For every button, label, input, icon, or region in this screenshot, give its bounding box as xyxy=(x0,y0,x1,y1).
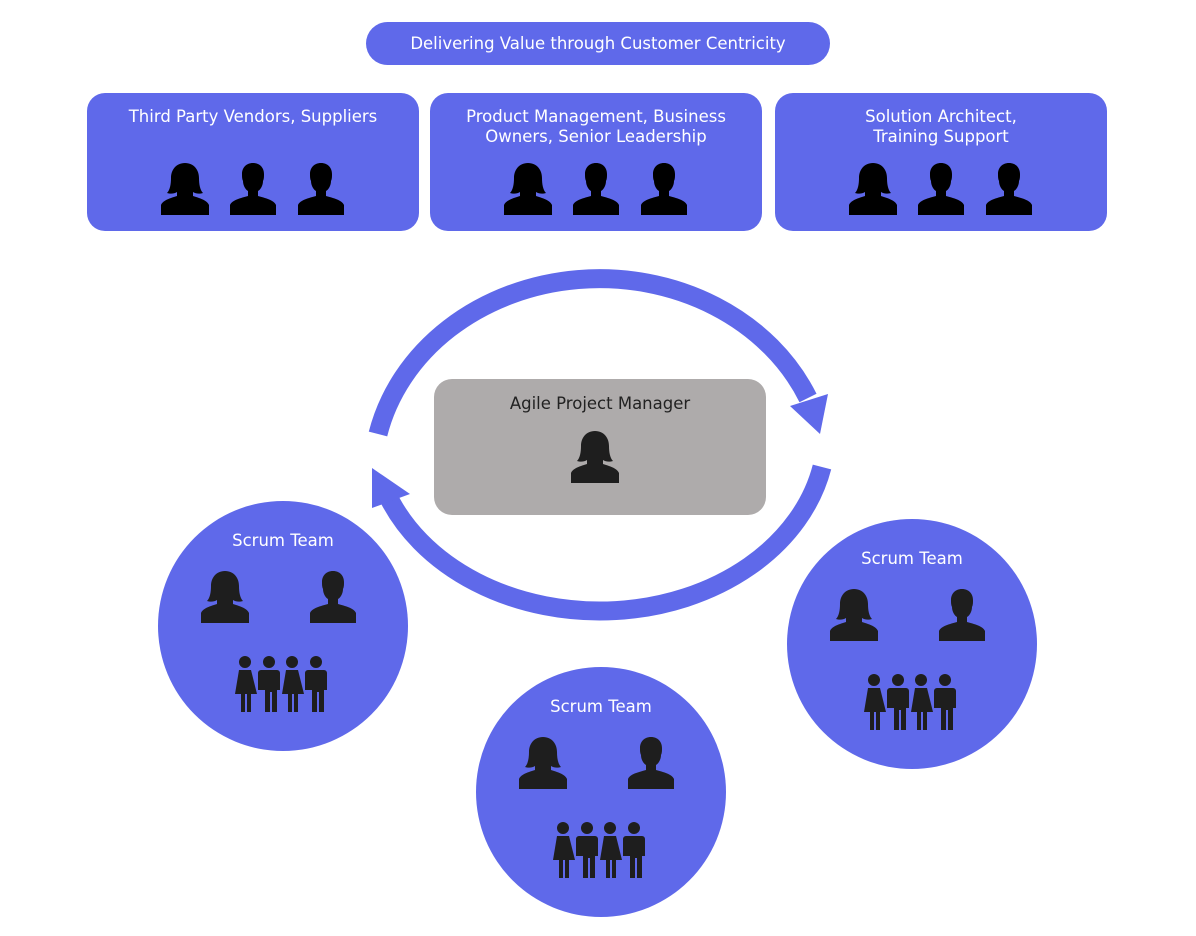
scrum-team-right: Scrum Team xyxy=(787,519,1037,769)
female-person-icon xyxy=(570,429,620,483)
group-label: Third Party Vendors, Suppliers xyxy=(128,107,378,126)
team-group-icon xyxy=(234,655,334,713)
male-person-icon xyxy=(916,161,966,215)
female-person-icon xyxy=(160,161,210,215)
female-person-icon xyxy=(518,735,568,789)
team-group-icon xyxy=(863,673,963,731)
scrum-team-bottom: Scrum Team xyxy=(476,667,726,917)
stakeholder-group-architect: Solution Architect, Training Support xyxy=(775,93,1107,231)
team-label: Scrum Team xyxy=(232,531,334,550)
male-person-icon xyxy=(984,161,1034,215)
female-person-icon xyxy=(503,161,553,215)
male-person-icon xyxy=(639,161,689,215)
group-people xyxy=(87,161,419,215)
arrowhead-left xyxy=(372,468,410,508)
team-label: Scrum Team xyxy=(550,697,652,716)
female-person-icon xyxy=(848,161,898,215)
arrowhead-right xyxy=(790,394,828,434)
group-people xyxy=(775,161,1107,215)
agile-project-manager-box: Agile Project Manager xyxy=(434,379,766,515)
male-person-icon xyxy=(228,161,278,215)
title-banner: Delivering Value through Customer Centri… xyxy=(366,22,830,65)
male-person-icon xyxy=(296,161,346,215)
female-person-icon xyxy=(829,587,879,641)
cycle-arc-top xyxy=(368,269,817,437)
female-person-icon xyxy=(200,569,250,623)
pm-label: Agile Project Manager xyxy=(509,394,691,413)
group-people xyxy=(430,161,762,215)
scrum-team-left: Scrum Team xyxy=(158,501,408,751)
team-label: Scrum Team xyxy=(861,549,963,568)
group-label: Solution Architect, Training Support xyxy=(865,107,1017,146)
male-person-icon xyxy=(626,735,676,789)
team-group-icon xyxy=(552,821,652,879)
cycle-arc-bottom xyxy=(377,464,832,621)
male-person-icon xyxy=(308,569,358,623)
group-label: Product Management, Business Owners, Sen… xyxy=(466,107,726,146)
male-person-icon xyxy=(937,587,987,641)
title-text: Delivering Value through Customer Centri… xyxy=(410,34,786,53)
stakeholder-group-vendors: Third Party Vendors, Suppliers xyxy=(87,93,419,231)
male-person-icon xyxy=(571,161,621,215)
stakeholder-group-leadership: Product Management, Business Owners, Sen… xyxy=(430,93,762,231)
